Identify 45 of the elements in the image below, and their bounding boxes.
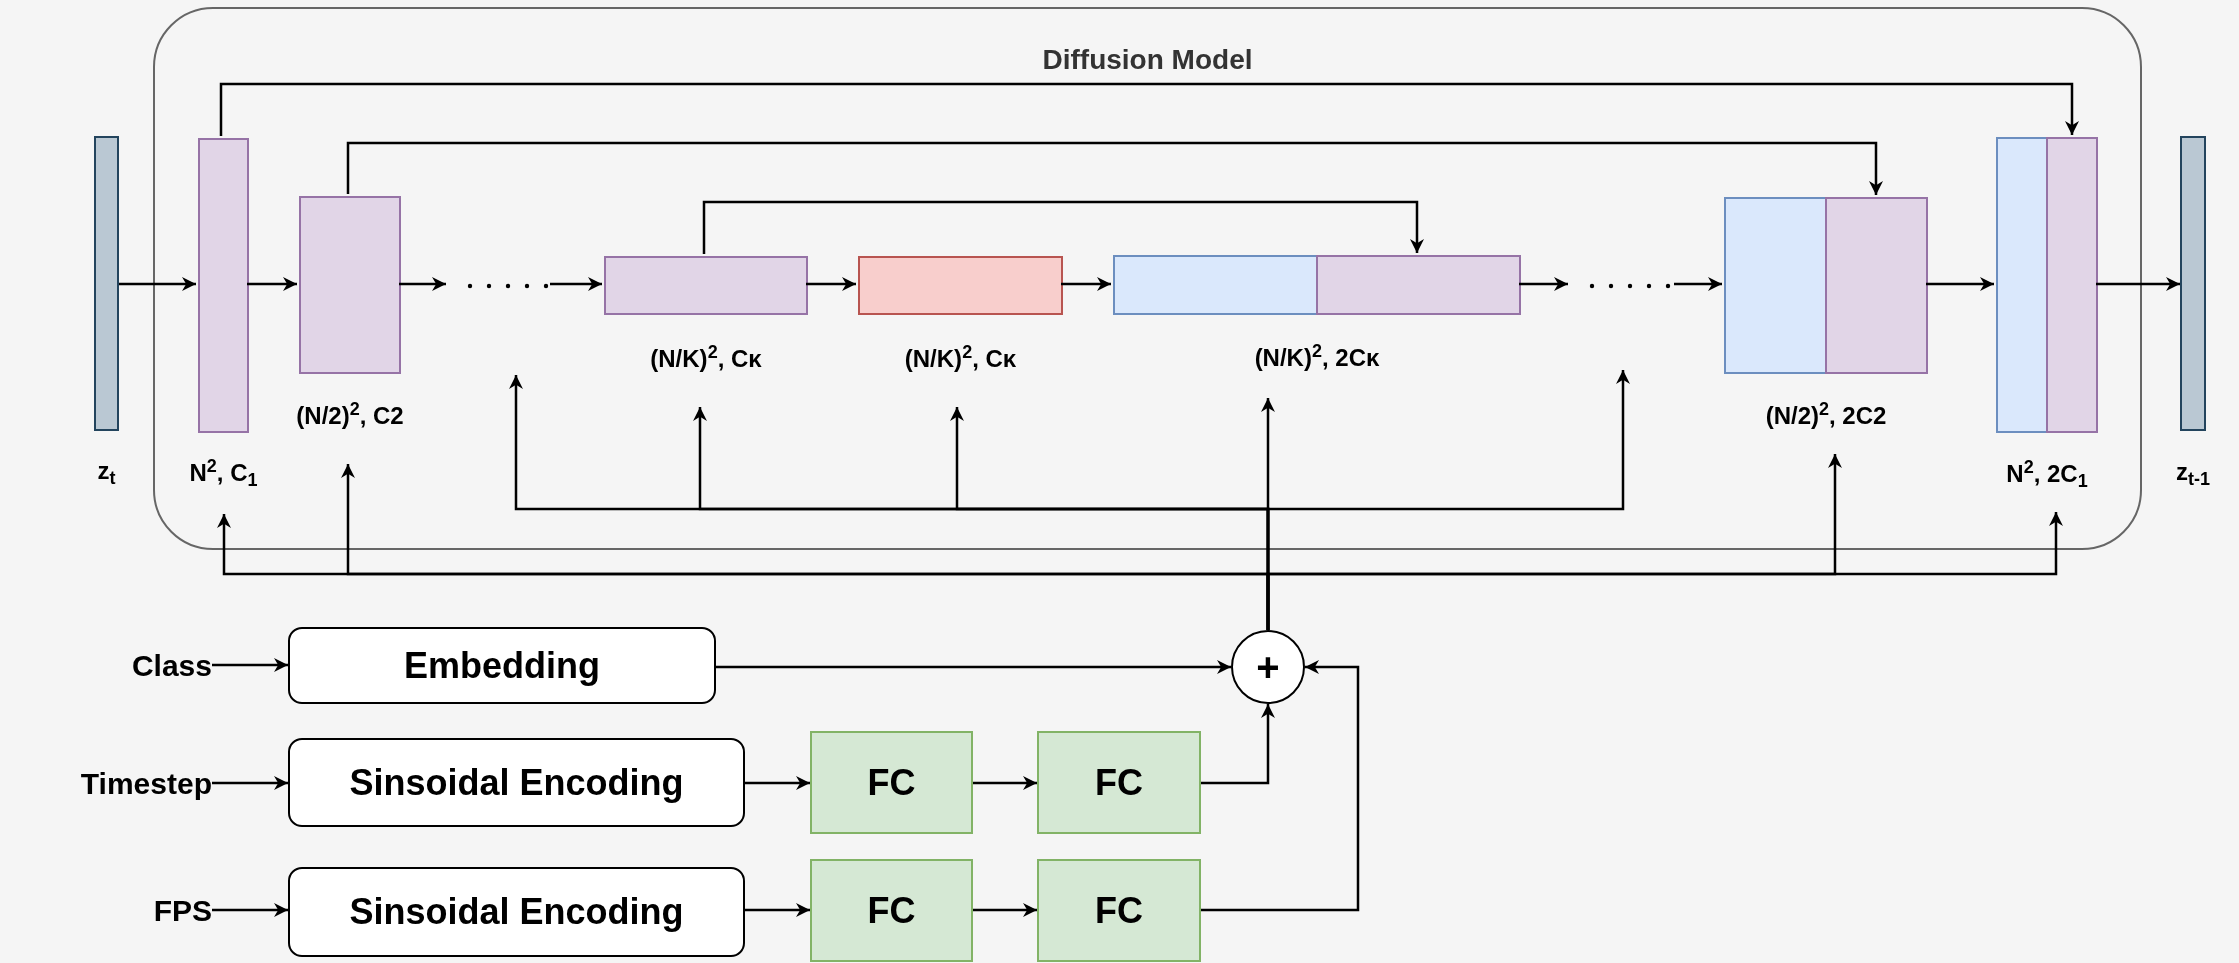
arrow xyxy=(1926,277,1994,291)
arrow xyxy=(212,658,288,672)
encoder-box: Sinsoidal Encoding xyxy=(288,867,745,957)
dimension-label: (N/K)$^{2}$, Cᴋ xyxy=(650,345,762,373)
fc-layer-box: FC xyxy=(1037,859,1201,962)
arrow xyxy=(1519,277,1568,291)
dimension-label: N$^{2}$, C$_{1}$ xyxy=(189,459,258,487)
arrow xyxy=(2096,277,2180,291)
fc-layer-box: FC xyxy=(810,859,973,962)
dimension-label: z$_{t-1}$ xyxy=(2176,458,2210,486)
arrow xyxy=(973,776,1037,790)
arrow xyxy=(212,776,288,790)
arrow xyxy=(973,903,1037,917)
arrow xyxy=(1201,704,1275,785)
arrow xyxy=(399,277,446,291)
arrow xyxy=(1201,660,1360,912)
dimension-label: (N/2)$^{2}$, C2 xyxy=(296,402,404,430)
arrow xyxy=(119,277,196,291)
input-label: Timestep xyxy=(10,763,212,803)
input-label: Class xyxy=(40,645,212,685)
model-container xyxy=(153,7,2142,550)
arrow xyxy=(247,277,297,291)
encoder-box: Sinsoidal Encoding xyxy=(288,738,745,827)
dimension-label: N$^{2}$, 2C$_{1}$ xyxy=(2006,460,2088,488)
encoder-box: Embedding xyxy=(288,627,716,704)
arrow xyxy=(1674,277,1722,291)
arrow xyxy=(716,660,1231,674)
dimension-label: (N/2)$^{2}$, 2C2 xyxy=(1765,402,1887,430)
dimension-label: (N/K)$^{2}$, 2Cᴋ xyxy=(1254,344,1380,372)
arrow xyxy=(745,903,810,917)
arrow xyxy=(212,903,288,917)
dimension-label: z$_{t}$ xyxy=(97,457,116,485)
dimension-label: (N/K)$^{2}$, Cᴋ xyxy=(904,345,1017,373)
arrow xyxy=(702,200,1424,254)
fc-layer-box: FC xyxy=(1037,731,1201,834)
input-label: FPS xyxy=(40,890,212,930)
arrow xyxy=(550,277,602,291)
arrow xyxy=(346,141,1883,195)
arrow xyxy=(1061,277,1111,291)
arrow xyxy=(219,82,2079,136)
container-title: Diffusion Model xyxy=(1042,43,1253,77)
arrow xyxy=(745,776,810,790)
arrow xyxy=(1266,512,2063,630)
fc-layer-box: FC xyxy=(810,731,973,834)
arrow xyxy=(806,277,856,291)
